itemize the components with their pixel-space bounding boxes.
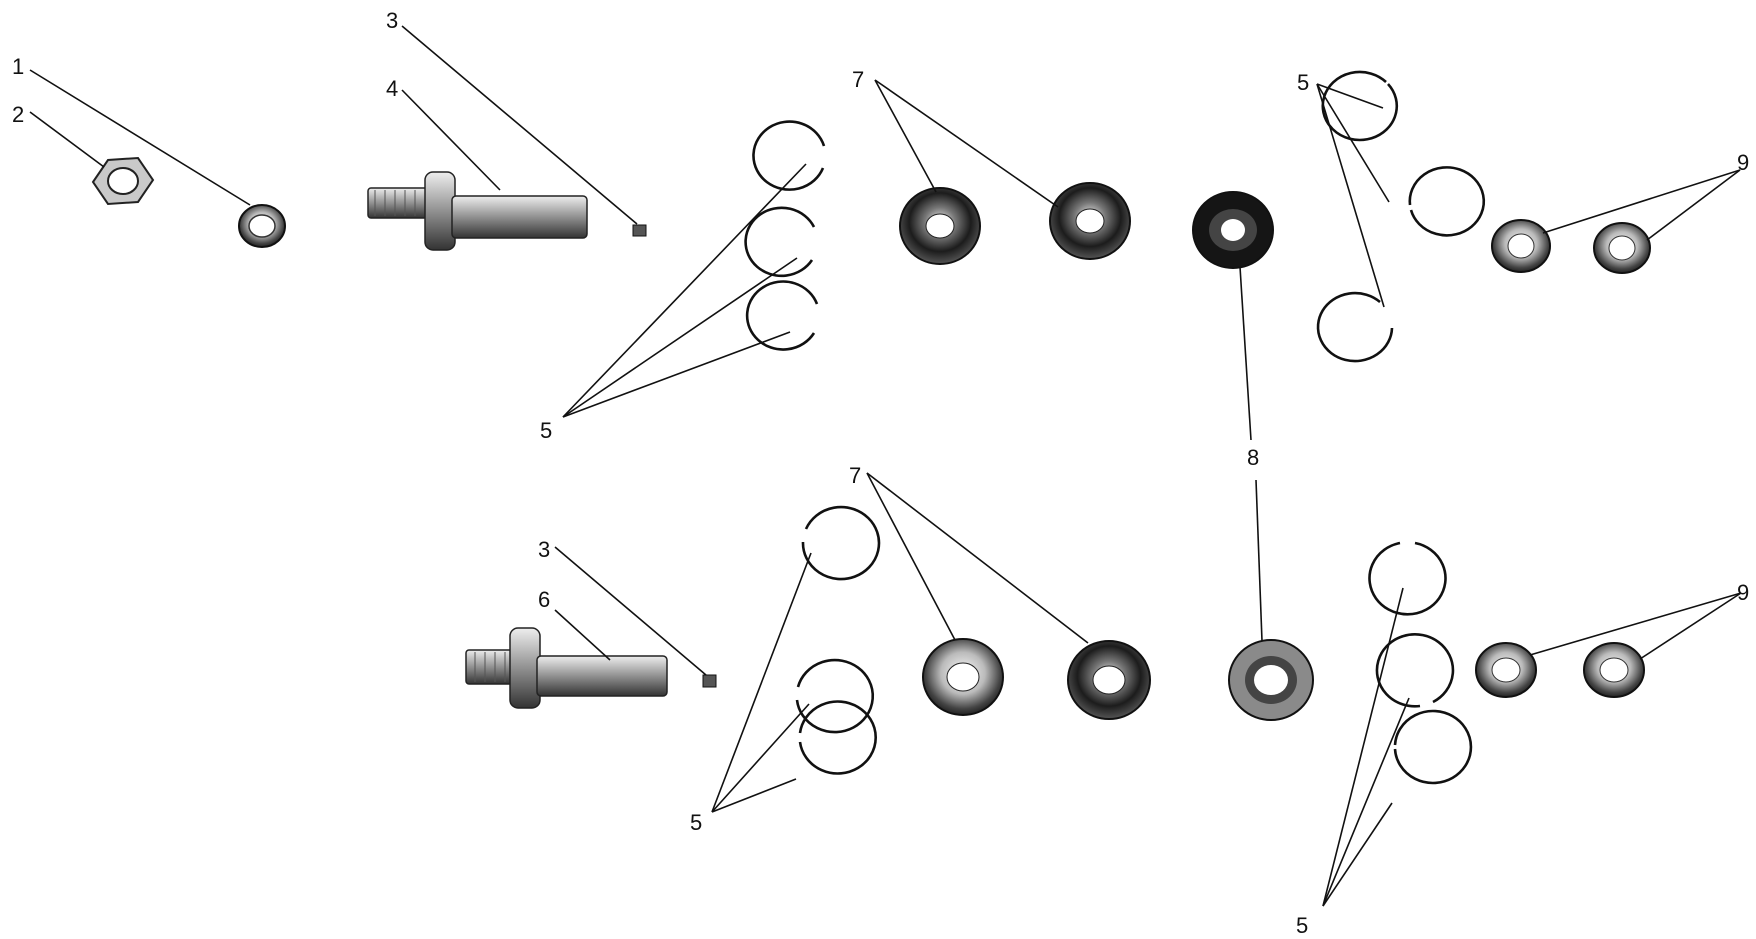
callout-9-top: 9 [1737,150,1749,175]
callout-4: 4 [386,76,398,101]
bearing-bottom [1229,640,1313,720]
spindle-pin-upper [368,172,587,250]
bearing-top [1193,192,1273,268]
callout-5-bottom-left: 5 [690,810,702,835]
bearing-cup-top-1 [900,188,980,264]
leader-lines [30,26,1741,906]
callout-3-top: 3 [386,8,398,33]
callout-5-top-left: 5 [540,418,552,443]
snap-rings-left-bottom [797,507,879,773]
callout-1: 1 [12,54,24,79]
callout-7-bottom: 7 [849,463,861,488]
grease-nipple-lower [703,675,716,687]
castle-nut-top-1 [1492,220,1550,272]
snap-rings-left-top [746,122,824,350]
callout-5-bottom-right: 5 [1296,913,1308,938]
callout-6: 6 [538,587,550,612]
bearing-cup-top-2 [1050,183,1130,259]
spindle-pin-lower [466,628,667,708]
bearing-cup-bottom-1 [923,639,1003,715]
bearing-cup-bottom-2 [1068,641,1150,719]
castle-nut-bottom-2 [1584,643,1644,697]
snap-rings-right-top [1318,72,1484,361]
grease-nipple-upper [633,225,646,236]
callout-7-top: 7 [852,67,864,92]
callout-2: 2 [12,102,24,127]
callout-3-bottom: 3 [538,537,550,562]
callout-5-top-right: 5 [1297,70,1309,95]
lock-washer [239,205,285,247]
castle-nut-top-2 [1594,223,1650,273]
castle-nut-bottom-1 [1476,643,1536,697]
callout-8: 8 [1247,445,1259,470]
callout-9-bottom: 9 [1737,580,1749,605]
